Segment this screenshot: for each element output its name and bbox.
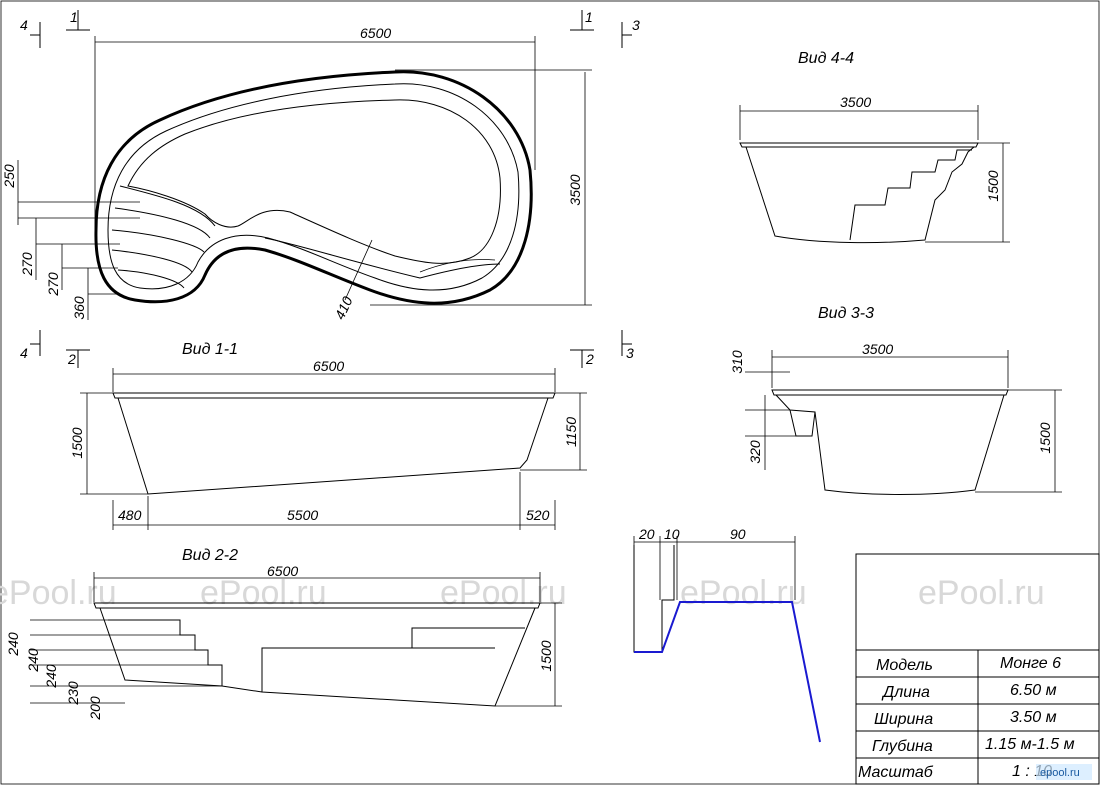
dim-22-step2: 240 [25, 648, 41, 673]
dim-22-step5: 200 [87, 696, 103, 721]
section-marker-1b: 1 [585, 9, 593, 25]
view-2-2-steps [108, 619, 223, 686]
dim-22-step1: 240 [5, 632, 21, 657]
dim-plan-270b: 270 [45, 272, 61, 297]
dim-edge-10: 10 [664, 526, 680, 542]
watermark-text: ePool.ru [680, 574, 807, 612]
dim-plan-250: 250 [1, 164, 17, 189]
tb-depth-label: Глубина [872, 738, 933, 755]
dim-33-320: 320 [747, 440, 763, 464]
dim-plan-length: 6500 [360, 25, 391, 41]
dim-22-step4: 230 [65, 681, 81, 706]
watermarks: ePool.ru ePool.ru ePool.ru ePool.ru ePoo… [0, 574, 1045, 612]
watermark-text: ePool.ru [200, 574, 327, 612]
view-2-2: Вид 2-2 6500 240 240 240 230 200 1500 [5, 547, 562, 721]
section-marker-3b: 3 [626, 345, 634, 361]
view-2-2-section [99, 607, 536, 707]
dim-44-depth: 1500 [985, 170, 1001, 201]
dim-edge-20: 20 [638, 526, 655, 542]
edge-detail: 20 10 90 [633, 526, 821, 743]
dim-11-520: 520 [526, 507, 550, 523]
section-marker-4b: 4 [20, 345, 28, 361]
dim-plan-270a: 270 [19, 252, 35, 277]
tb-width-value: 3.50 м [1010, 709, 1057, 726]
corner-logo-text: epool.ru [1040, 767, 1080, 779]
dim-plan-410: 410 [331, 294, 355, 322]
view-4-4: Вид 4-4 3500 1500 [739, 50, 1010, 244]
dim-22-step3: 240 [43, 664, 59, 689]
plan-bench-inner [419, 259, 496, 273]
dim-11-depth: 1500 [69, 427, 85, 458]
view-4-4-section [745, 146, 975, 244]
section-marker-3: 3 [632, 17, 640, 33]
view-1-1-title: Вид 1-1 [182, 341, 238, 358]
tb-scale-label: Масштаб [858, 764, 934, 781]
edge-profile-line [634, 601, 821, 743]
plan-bowl [127, 99, 501, 264]
view-1-1-section [117, 397, 549, 495]
dim-44-width: 3500 [840, 94, 871, 110]
tb-model-value: Монге 6 [1000, 655, 1061, 672]
watermark-text: ePool.ru [0, 574, 117, 612]
watermark-text: ePool.ru [440, 574, 567, 612]
dim-plan-width: 3500 [567, 174, 583, 205]
plan-view: 6500 3500 250 270 270 360 410 4 1 1 [1, 9, 640, 322]
view-3-3-title: Вид 3-3 [818, 305, 874, 322]
plan-inner-rim [107, 83, 520, 291]
tb-length-label: Длина [881, 684, 930, 701]
tb-depth-value: 1.15 м-1.5 м [985, 736, 1075, 753]
dim-11-5500: 5500 [287, 507, 318, 523]
plan-bench [264, 237, 501, 279]
dim-22-length: 6500 [267, 563, 298, 579]
title-block: Модель Монге 6 Длина 6.50 м Ширина 3.50 … [855, 553, 1100, 785]
view-4-4-title: Вид 4-4 [798, 50, 854, 67]
plan-steps [111, 185, 216, 289]
dim-11-480: 480 [118, 507, 142, 523]
view-3-3-section [775, 394, 1005, 495]
plan-outer-rim [94, 70, 533, 305]
tb-width-label: Ширина [874, 711, 933, 728]
dim-33-depth: 1500 [1037, 422, 1053, 453]
dim-11-shallow: 1150 [563, 417, 579, 447]
dim-33-width: 3500 [862, 341, 893, 357]
tb-model-label: Модель [876, 657, 933, 674]
dim-edge-90: 90 [730, 526, 746, 542]
view-2-2-title: Вид 2-2 [182, 547, 238, 564]
tb-length-value: 6.50 м [1010, 682, 1057, 699]
section-marker-2b: 2 [585, 351, 594, 367]
dim-33-310: 310 [729, 350, 745, 374]
section-marker-4: 4 [20, 17, 28, 33]
dim-11-length: 6500 [313, 358, 344, 374]
dim-22-depth: 1500 [538, 640, 554, 671]
view-1-1: Вид 1-1 4 2 2 3 6500 1500 1150 480 5500 [20, 330, 634, 530]
corner-logo [1036, 764, 1092, 780]
dim-plan-360: 360 [71, 296, 87, 320]
section-marker-2: 2 [67, 351, 76, 367]
view-3-3: Вид 3-3 3500 310 320 1500 [729, 305, 1062, 495]
watermark-text: ePool.ru [918, 574, 1045, 612]
section-marker-1: 1 [70, 9, 78, 25]
